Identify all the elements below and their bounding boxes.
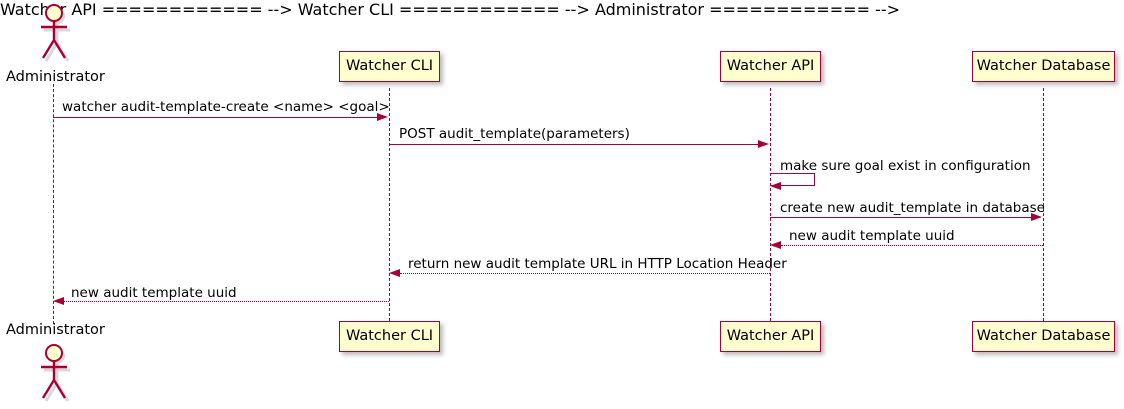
message-label-5: new audit template uuid bbox=[789, 228, 955, 244]
participant-box-watcher-database-bottom[interactable]: Watcher Database bbox=[972, 321, 1115, 352]
actor-figure-administrator-bottom bbox=[41, 344, 70, 402]
message-arrowhead-2 bbox=[758, 139, 769, 148]
lifeline-administrator bbox=[53, 84, 54, 324]
participant-box-watcher-cli-top[interactable]: Watcher CLI bbox=[339, 51, 440, 82]
lifeline-watcher-cli bbox=[389, 88, 390, 321]
participant-box-watcher-cli-bottom[interactable]: Watcher CLI bbox=[339, 321, 440, 352]
message-label-3: make sure goal exist in configuration bbox=[780, 158, 1031, 174]
participant-label-watcher-api-top: Watcher API bbox=[726, 58, 815, 75]
participant-label-watcher-database-top: Watcher Database bbox=[976, 58, 1111, 75]
message-label-1: watcher audit-template-create <name> <go… bbox=[62, 99, 390, 115]
participant-box-watcher-api-top[interactable]: Watcher API bbox=[720, 51, 821, 82]
message-line-6 bbox=[400, 273, 770, 274]
message-label-2: POST audit_template(parameters) bbox=[399, 126, 630, 142]
actor-label-administrator-bottom: Administrator bbox=[6, 322, 105, 338]
message-arrowhead-5 bbox=[770, 240, 781, 249]
message-line-1 bbox=[53, 117, 378, 118]
message-arrowhead-1 bbox=[377, 112, 388, 121]
participant-label-watcher-database-bottom: Watcher Database bbox=[976, 328, 1111, 345]
message-self-loop-3 bbox=[770, 173, 815, 186]
participant-box-watcher-api-bottom[interactable]: Watcher API bbox=[720, 321, 821, 352]
message-label-7: new audit template uuid bbox=[71, 285, 237, 301]
participant-label-watcher-cli-top: Watcher CLI bbox=[345, 58, 434, 75]
message-line-2 bbox=[389, 144, 759, 145]
participant-box-watcher-database-top[interactable]: Watcher Database bbox=[972, 51, 1115, 82]
message-arrowhead-7 bbox=[53, 296, 64, 305]
message-arrowhead-4 bbox=[1031, 212, 1042, 221]
participant-label-watcher-api-bottom: Watcher API bbox=[726, 328, 815, 345]
message-arrowhead-6 bbox=[389, 268, 400, 277]
lifeline-watcher-api bbox=[770, 88, 771, 321]
actor-label-administrator-top: Administrator bbox=[6, 69, 105, 85]
message-line-5 bbox=[781, 245, 1043, 246]
message-line-7 bbox=[64, 301, 389, 302]
message-line-4 bbox=[770, 217, 1032, 218]
message-label-6: return new audit template URL in HTTP Lo… bbox=[408, 256, 787, 272]
lifeline-watcher-database bbox=[1043, 88, 1044, 321]
actor-figure-administrator-top bbox=[41, 4, 70, 62]
message-arrowhead-3 bbox=[770, 181, 781, 190]
message-label-4: create new audit_template in database bbox=[780, 200, 1045, 216]
participant-label-watcher-cli-bottom: Watcher CLI bbox=[345, 328, 434, 345]
